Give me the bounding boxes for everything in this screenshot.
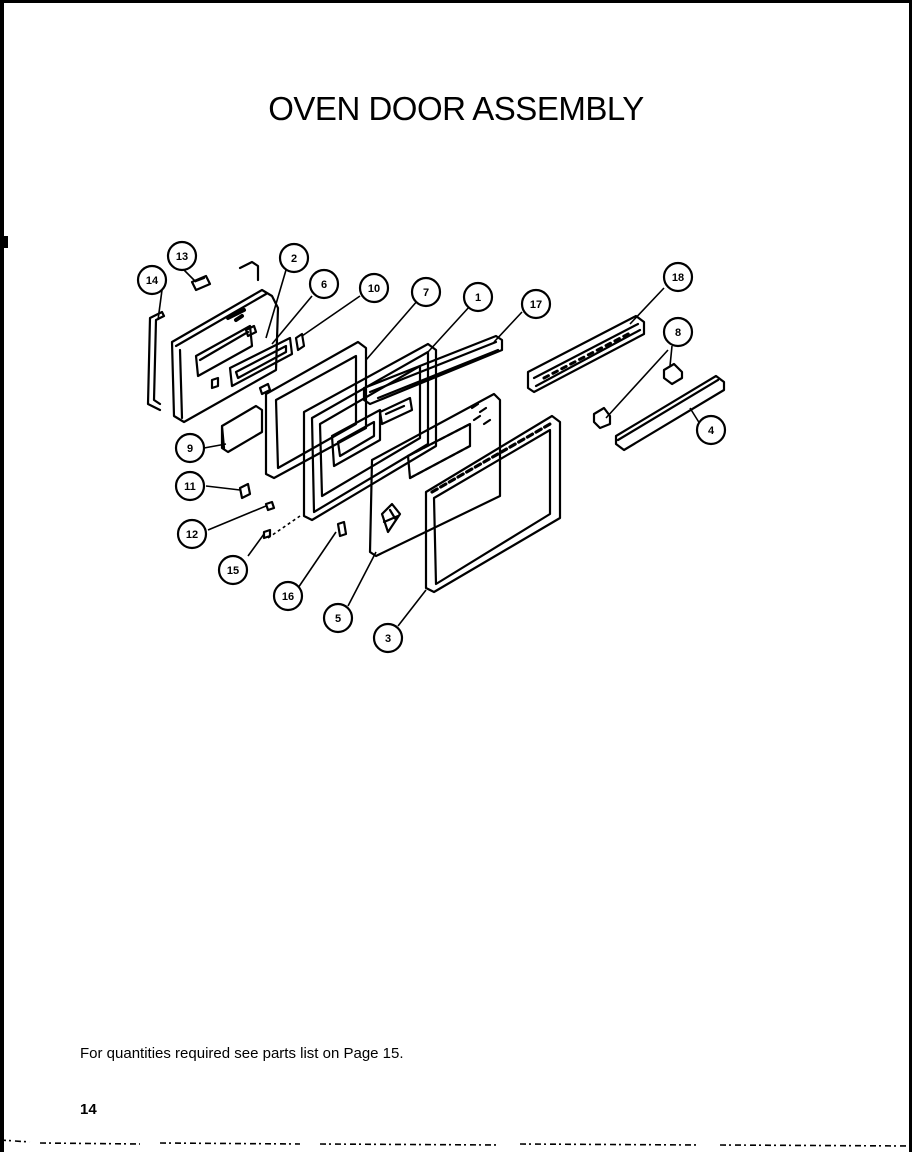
svg-text:7: 7: [423, 287, 429, 299]
callout-14: 14: [136, 264, 168, 296]
callout-1: 1: [462, 281, 494, 313]
callout-2: 2: [278, 242, 310, 274]
part-6-window-trim: [228, 336, 294, 388]
svg-text:10: 10: [368, 283, 380, 295]
callout-9: 9: [174, 432, 206, 464]
svg-text:13: 13: [176, 251, 188, 263]
svg-text:16: 16: [282, 591, 294, 603]
scan-noise-bottom: [0, 1139, 912, 1147]
part-9-bracket: [220, 404, 264, 454]
part-8-clip-lower: [592, 406, 612, 430]
callout-13: 13: [166, 240, 198, 272]
page-number: 14: [80, 1101, 97, 1118]
svg-text:14: 14: [146, 275, 159, 287]
scan-mark: [0, 236, 8, 248]
callout-6: 6: [308, 268, 340, 300]
part-18-vent-holes: [542, 330, 634, 380]
callout-10: 10: [358, 272, 390, 304]
part-5-tick-marks: [470, 402, 492, 426]
part-3-top-bumps: [430, 422, 552, 494]
svg-text:3: 3: [385, 633, 391, 645]
callout-5: 5: [322, 602, 354, 634]
page-title: OVEN DOOR ASSEMBLY: [268, 90, 644, 127]
part-18-vent-strip: [526, 314, 646, 394]
svg-text:4: 4: [708, 425, 715, 437]
part-16-bumper: [336, 520, 348, 538]
callout-7: 7: [410, 276, 442, 308]
svg-text:5: 5: [335, 613, 341, 625]
parts-list-note: For quantities required see parts list o…: [80, 1045, 404, 1062]
part-2-door-back-panel: [170, 288, 280, 424]
leader-lines: [157, 267, 701, 627]
callout-11: 11: [174, 470, 206, 502]
part-11-screw: [238, 482, 252, 500]
svg-text:18: 18: [672, 272, 684, 284]
callout-8: 8: [662, 316, 694, 348]
part-17-top-trim: [362, 334, 504, 406]
callout-18: 18: [662, 261, 694, 293]
part-5-logo: [380, 502, 402, 534]
part-3-outer-frame: [424, 414, 562, 594]
callout-3: 3: [372, 622, 404, 654]
svg-text:17: 17: [530, 299, 542, 311]
part-14-gasket: [146, 310, 166, 412]
svg-text:2: 2: [291, 253, 297, 265]
svg-text:1: 1: [475, 292, 481, 304]
callout-12: 12: [176, 518, 208, 550]
callout-4: 4: [695, 414, 727, 446]
part-10-tab: [258, 382, 272, 396]
part-10-spacer: [294, 332, 306, 352]
part-2-hook: [238, 260, 260, 282]
svg-text:15: 15: [227, 565, 239, 577]
callout-16: 16: [272, 580, 304, 612]
svg-text:11: 11: [184, 481, 196, 493]
svg-text:9: 9: [187, 443, 193, 455]
part-1-inner-liner: [302, 342, 438, 522]
part-4-handle-tube: [614, 374, 726, 452]
part-13-clip: [190, 274, 212, 292]
part-2-handle-slot: [226, 308, 246, 322]
part-17-hinge-bracket: [378, 396, 414, 426]
part-8-clip-upper: [662, 362, 684, 386]
callout-17: 17: [520, 288, 552, 320]
svg-text:12: 12: [186, 529, 198, 541]
part-12-nut: [264, 500, 276, 512]
callout-markers: 1 2 3 4 5 6 7 8 9 10 11 12 13 14 15 16 1…: [136, 240, 727, 654]
callout-15: 15: [217, 554, 249, 586]
part-5-dashes: [406, 422, 472, 480]
svg-text:6: 6: [321, 279, 327, 291]
svg-text:8: 8: [675, 327, 681, 339]
scan-edge: [0, 0, 4, 1152]
